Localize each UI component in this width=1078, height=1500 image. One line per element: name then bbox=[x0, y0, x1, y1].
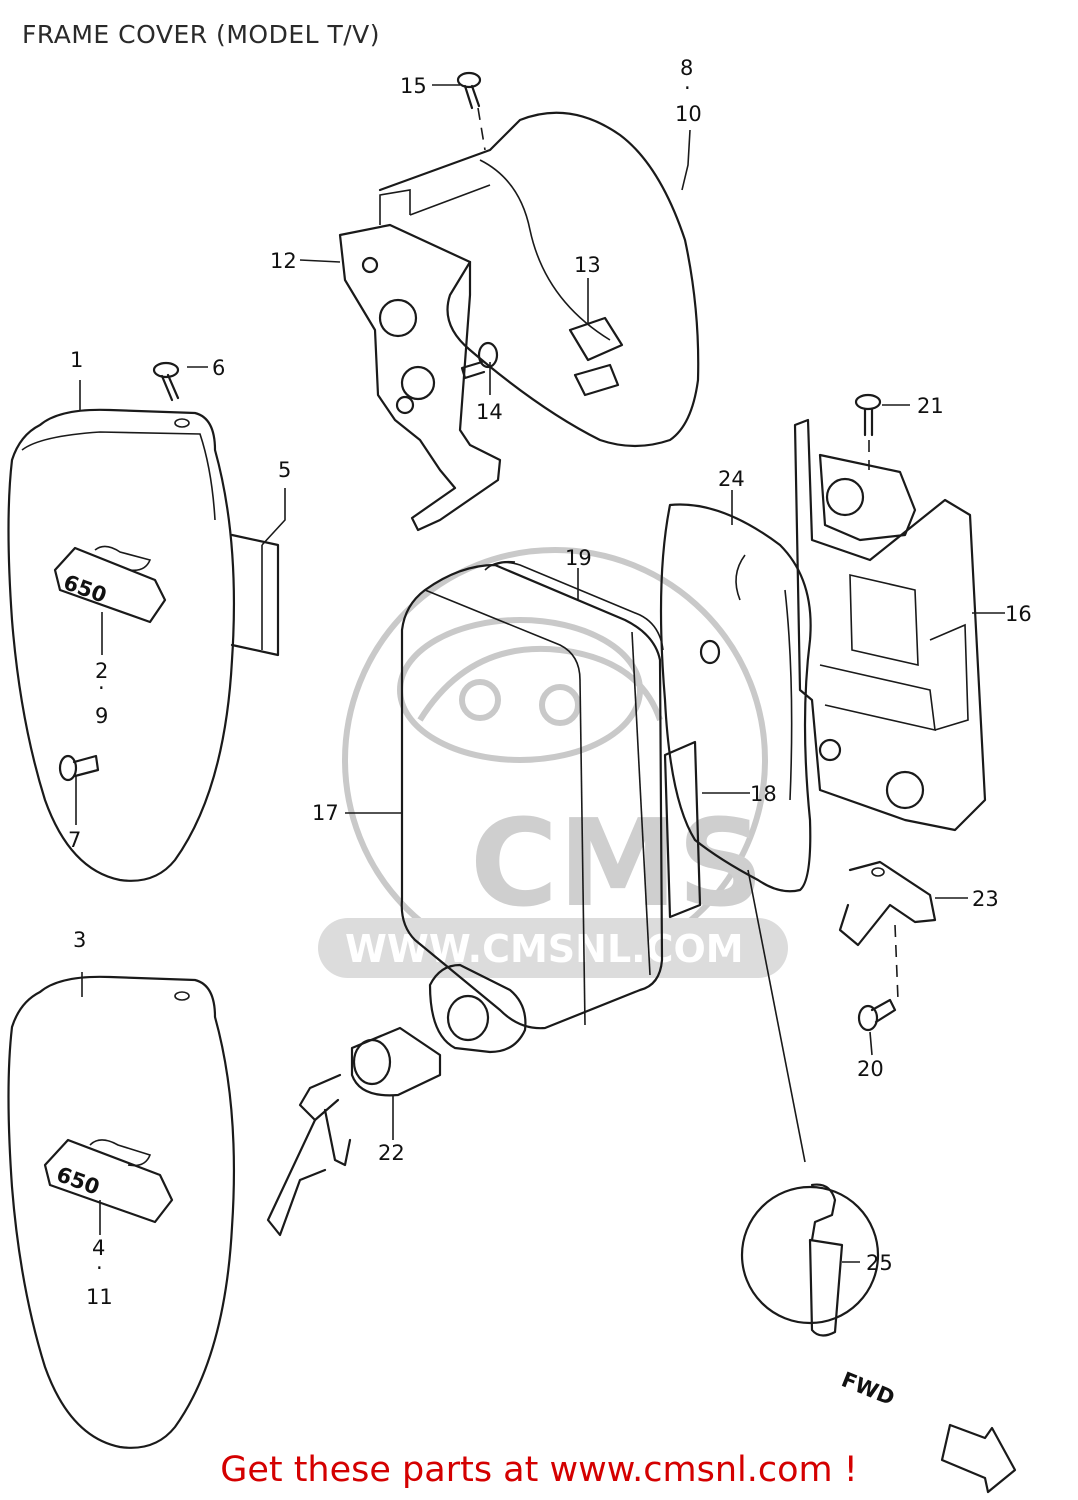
part-15-screw bbox=[456, 71, 482, 110]
callout-17: 17 bbox=[312, 801, 339, 825]
callout-12: 12 bbox=[270, 249, 297, 273]
fwd-label: FWD bbox=[838, 1367, 898, 1410]
part-21-screw bbox=[854, 393, 882, 437]
dashed-leaders bbox=[477, 107, 899, 1001]
callout-dot: · bbox=[98, 676, 105, 700]
part-23-clip bbox=[838, 860, 937, 947]
part-17-box bbox=[400, 560, 664, 1030]
part-25-detail bbox=[740, 1183, 880, 1337]
svg-text:650: 650 bbox=[60, 570, 109, 608]
callout-11: 11 bbox=[86, 1285, 113, 1309]
part-14-screw bbox=[460, 341, 499, 380]
part-8-side-cover bbox=[378, 111, 700, 448]
callout-18: 18 bbox=[750, 782, 777, 806]
callout-dot: · bbox=[684, 76, 691, 100]
callout-7: 7 bbox=[68, 828, 81, 852]
part-5-pad bbox=[230, 533, 280, 657]
part-6-screw bbox=[152, 361, 180, 402]
callout-2: 2 bbox=[95, 659, 108, 683]
callout-13: 13 bbox=[574, 253, 601, 277]
callout-8: 8 bbox=[680, 56, 693, 80]
callout-15: 15 bbox=[400, 74, 427, 98]
callout-19: 19 bbox=[565, 546, 592, 570]
callouts: 1 2 · 9 3 4 · 11 5 6 7 8 · 10 12 13 14 1… bbox=[68, 56, 1032, 1309]
callout-dot: · bbox=[96, 1256, 103, 1280]
callout-1: 1 bbox=[70, 348, 83, 372]
lock-mount bbox=[428, 963, 527, 1054]
callout-6: 6 bbox=[212, 356, 225, 380]
leader-lines bbox=[75, 84, 1005, 1263]
part-12-bracket bbox=[338, 189, 502, 532]
callout-9: 9 bbox=[95, 704, 108, 728]
part-22-key-lock bbox=[266, 1026, 442, 1237]
callout-16: 16 bbox=[1005, 602, 1032, 626]
callout-14: 14 bbox=[476, 400, 503, 424]
watermark-url: WWW.CMSNL.COM bbox=[345, 927, 744, 971]
footer-link-text[interactable]: Get these parts at www.cmsnl.com ! bbox=[220, 1450, 858, 1490]
callout-23: 23 bbox=[972, 887, 999, 911]
part-1-frame-cover-left: 650 bbox=[7, 408, 236, 882]
callout-24: 24 bbox=[718, 467, 745, 491]
callout-21: 21 bbox=[917, 394, 944, 418]
callout-4: 4 bbox=[92, 1236, 105, 1260]
watermark-logo: CMS bbox=[470, 795, 764, 934]
part-18-strip bbox=[663, 740, 702, 919]
watermark: CMS WWW.CMSNL.COM bbox=[318, 547, 788, 978]
callout-3: 3 bbox=[73, 928, 86, 952]
callout-10: 10 bbox=[675, 102, 702, 126]
part-24-cover bbox=[659, 503, 812, 893]
callout-25: 25 bbox=[866, 1251, 893, 1275]
callout-22: 22 bbox=[378, 1141, 405, 1165]
part-3-frame-cover-left: 650 bbox=[7, 975, 236, 1449]
part-16-mounting-plate bbox=[793, 418, 987, 832]
part-20-screw bbox=[857, 998, 897, 1032]
callout-20: 20 bbox=[857, 1057, 884, 1081]
part-7-screw bbox=[58, 754, 100, 782]
page-title: FRAME COVER (MODEL T/V) bbox=[22, 20, 381, 49]
callout-5: 5 bbox=[278, 458, 291, 482]
